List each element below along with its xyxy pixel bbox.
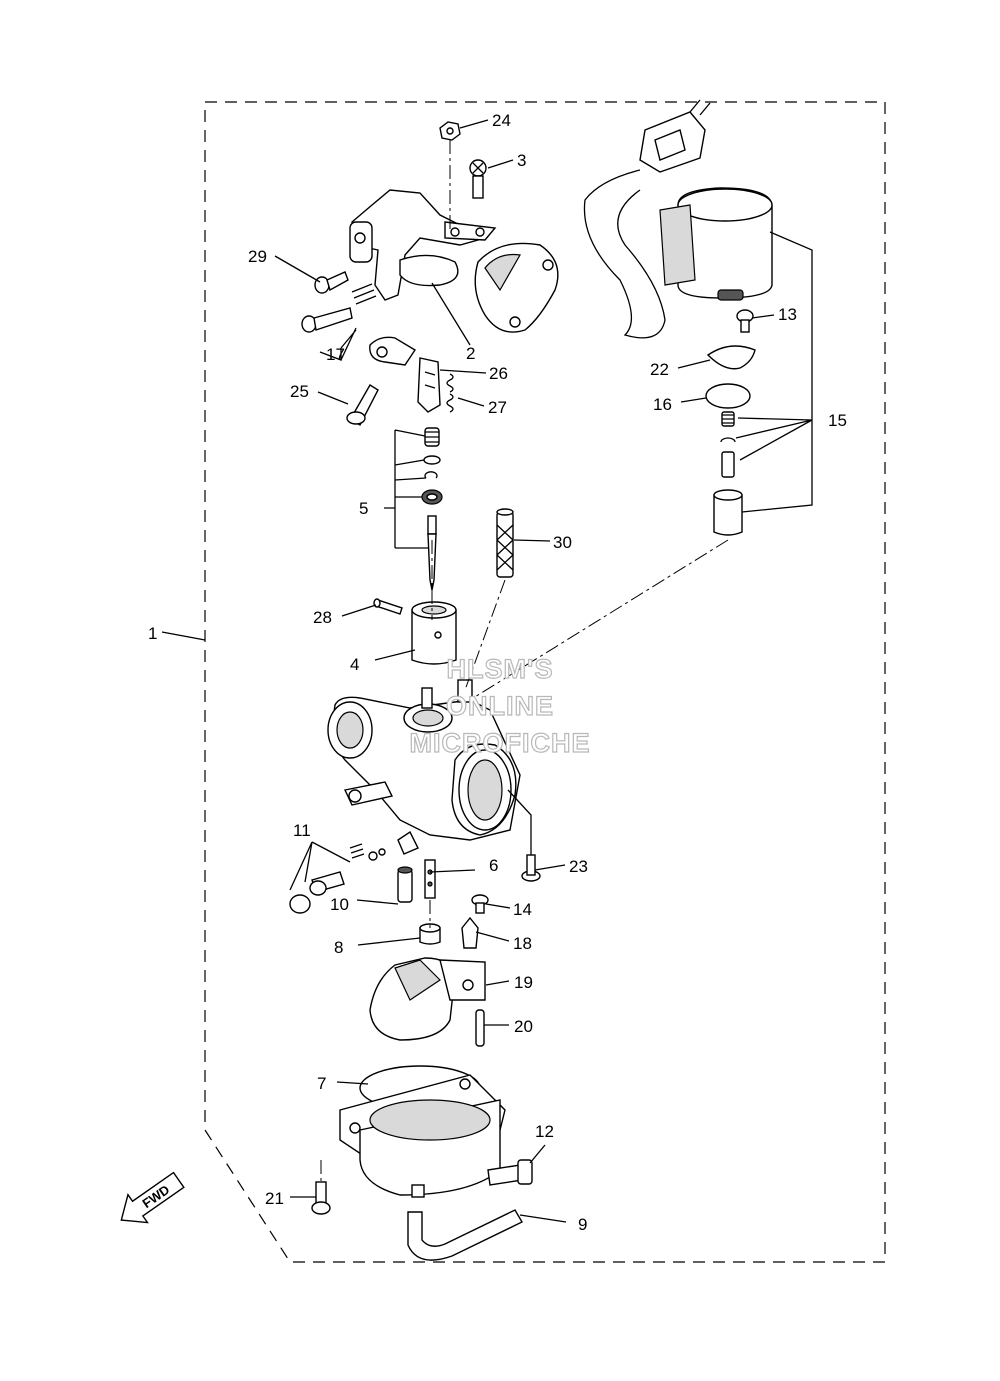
bowl-screw-part bbox=[311, 1181, 331, 1215]
needle-valve-part bbox=[461, 916, 479, 949]
watermark: HLSM'S ONLINE MICROFICHE bbox=[409, 653, 591, 758]
carburetor-body-part bbox=[327, 679, 521, 855]
callout-22: 22 bbox=[650, 360, 669, 379]
adjust-screw-part bbox=[301, 271, 377, 333]
pilot-screw-part bbox=[289, 843, 386, 914]
lever-part bbox=[369, 336, 441, 413]
callout-28: 28 bbox=[313, 608, 332, 627]
float-part bbox=[369, 957, 486, 1041]
callout-20: 20 bbox=[514, 1017, 533, 1036]
callout-24: 24 bbox=[492, 111, 511, 130]
callout-23: 23 bbox=[569, 857, 588, 876]
callout-4: 4 bbox=[350, 655, 359, 674]
callout-2: 2 bbox=[466, 344, 475, 363]
float-pin-part bbox=[475, 1009, 485, 1047]
callout-9: 9 bbox=[578, 1215, 587, 1234]
callout-16: 16 bbox=[653, 395, 672, 414]
callout-26: 26 bbox=[489, 364, 508, 383]
callout-30: 30 bbox=[553, 533, 572, 552]
callout-14: 14 bbox=[513, 900, 532, 919]
pin-part bbox=[373, 598, 403, 615]
callout-29: 29 bbox=[248, 247, 267, 266]
callout-15: 15 bbox=[828, 411, 847, 430]
callout-1: 1 bbox=[148, 624, 157, 643]
jet-screw-part bbox=[471, 894, 489, 914]
throttle-cam-part bbox=[474, 242, 559, 333]
assembly-boundary bbox=[204, 101, 886, 1263]
leader-lines bbox=[161, 119, 813, 1223]
drain-screw-part bbox=[487, 1159, 533, 1186]
callout-7: 7 bbox=[317, 1074, 326, 1093]
fwd-arrow-icon: FWD bbox=[120, 1171, 185, 1224]
callout-8: 8 bbox=[334, 938, 343, 957]
callout-10: 10 bbox=[330, 895, 349, 914]
callout-12: 12 bbox=[535, 1122, 554, 1141]
o-ring-part bbox=[705, 383, 751, 409]
callout-19: 19 bbox=[514, 973, 533, 992]
throttle-bracket-part bbox=[349, 189, 497, 301]
callout-25: 25 bbox=[290, 382, 309, 401]
jet-needle-part bbox=[421, 427, 443, 591]
callout-11: 11 bbox=[293, 821, 311, 840]
auto-choke-part bbox=[583, 99, 773, 339]
callout-6: 6 bbox=[489, 856, 498, 875]
float-bowl-part bbox=[339, 1065, 506, 1198]
watermark-line-1: HLSM'S bbox=[447, 654, 554, 684]
idle-screw-part bbox=[346, 384, 379, 426]
plate-part bbox=[706, 345, 756, 370]
main-jet-part bbox=[424, 859, 436, 899]
nut-part bbox=[439, 121, 461, 141]
watermark-line-3: MICROFICHE bbox=[410, 728, 591, 758]
callout-18: 18 bbox=[513, 934, 532, 953]
callout-17: 17 bbox=[326, 345, 345, 364]
spring-part bbox=[446, 373, 454, 413]
drain-hose-part bbox=[407, 1209, 523, 1261]
throttle-valve-part bbox=[411, 601, 457, 665]
callout-3: 3 bbox=[517, 151, 526, 170]
centerline bbox=[469, 539, 729, 701]
callout-5: 5 bbox=[359, 499, 368, 518]
needle-jet-part bbox=[397, 866, 413, 903]
screw-part bbox=[469, 159, 487, 199]
watermark-line-2: ONLINE bbox=[446, 691, 554, 721]
screw-23-part bbox=[521, 854, 541, 882]
callout-13: 13 bbox=[778, 305, 797, 324]
centerline bbox=[464, 579, 506, 691]
callout-27: 27 bbox=[488, 398, 507, 417]
starter-plunger-part bbox=[713, 411, 743, 536]
choke-screw-part bbox=[736, 309, 754, 333]
filter-part bbox=[496, 508, 514, 578]
callout-21: 21 bbox=[265, 1189, 284, 1208]
